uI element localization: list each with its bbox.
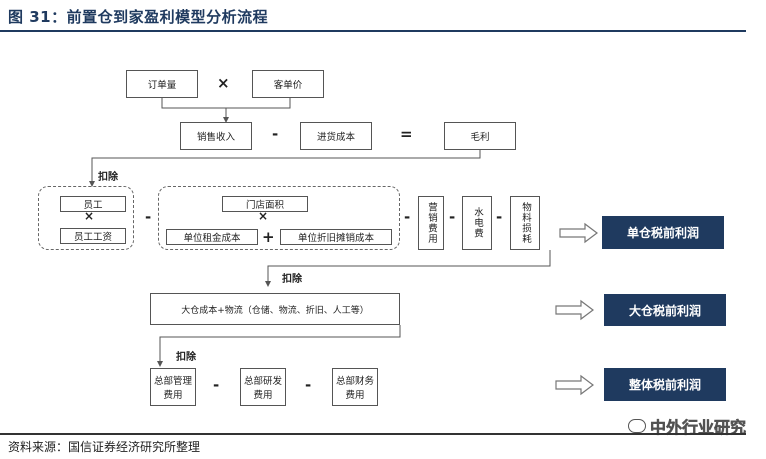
equals-sign: = — [400, 125, 413, 143]
minus-sign-6: - — [213, 376, 220, 394]
store-cost-group — [158, 186, 400, 250]
source-note: 资料来源：国信证券经济研究所整理 — [8, 440, 201, 454]
minus-sign-1: - — [272, 125, 279, 143]
unit-depreciation-box: 单位折旧摊销成本 — [280, 229, 392, 245]
multiply-sign-2: × — [84, 209, 95, 223]
hq-rnd-box: 总部研发费用 — [240, 368, 286, 406]
deduct-label-2: 扣除 — [282, 274, 302, 285]
purchase-cost-box: 进货成本 — [300, 122, 372, 150]
connector-orders-to-sales — [161, 98, 291, 109]
hollow-arrow-bigwh — [555, 299, 594, 321]
deduct-label-3: 扣除 — [176, 352, 196, 363]
store-area-box: 门店面积 — [222, 196, 308, 212]
single-warehouse-profit-box: 单仓税前利润 — [602, 216, 724, 249]
staff-box: 员工 — [60, 196, 126, 212]
connector-grossprofit-to-costs — [89, 150, 481, 187]
hollow-arrow-overall — [555, 374, 594, 396]
gross-profit-box: 毛利 — [444, 122, 516, 150]
plus-sign: + — [262, 228, 275, 246]
wechat-icon — [628, 419, 646, 433]
watermark-text: 中外行业研究 — [650, 418, 747, 438]
figure-title: 图 31：前置仓到家盈利模型分析流程 — [8, 8, 269, 26]
big-warehouse-profit-box: 大仓税前利润 — [604, 294, 726, 326]
minus-sign-4: - — [449, 208, 456, 226]
bottom-rule — [0, 433, 746, 435]
avg-price-box: 客单价 — [252, 70, 324, 98]
big-warehouse-cost-box: 大仓成本+物流（仓储、物流、折旧、人工等） — [150, 293, 400, 325]
sales-revenue-box: 销售收入 — [180, 122, 252, 150]
marketing-fee-box: 营销费用 — [418, 196, 444, 250]
overall-profit-box: 整体税前利润 — [604, 368, 726, 401]
minus-sign-2: - — [145, 208, 152, 226]
top-rule — [0, 30, 746, 32]
staff-cost-group — [38, 186, 134, 250]
minus-sign-7: - — [305, 376, 312, 394]
minus-sign-5: - — [496, 208, 503, 226]
deduct-label-1: 扣除 — [98, 172, 118, 183]
multiply-sign-3: × — [258, 209, 269, 223]
watermark: 中外行业研究 — [628, 414, 746, 438]
hq-finance-box: 总部财务费用 — [332, 368, 378, 406]
minus-sign-3: - — [404, 208, 411, 226]
unit-rent-box: 单位租金成本 — [166, 229, 258, 245]
connector-costs-to-bigwh — [265, 250, 551, 287]
order-volume-box: 订单量 — [126, 70, 198, 98]
multiply-sign-1: × — [217, 74, 230, 92]
utilities-fee-box: 水电费 — [462, 196, 492, 250]
connector-bigwh-to-hq — [157, 325, 401, 367]
hq-management-box: 总部管理费用 — [150, 368, 196, 406]
supplies-loss-box: 物料损耗 — [510, 196, 540, 250]
hollow-arrow-single — [559, 222, 598, 244]
staff-wage-box: 员工工资 — [60, 228, 126, 244]
